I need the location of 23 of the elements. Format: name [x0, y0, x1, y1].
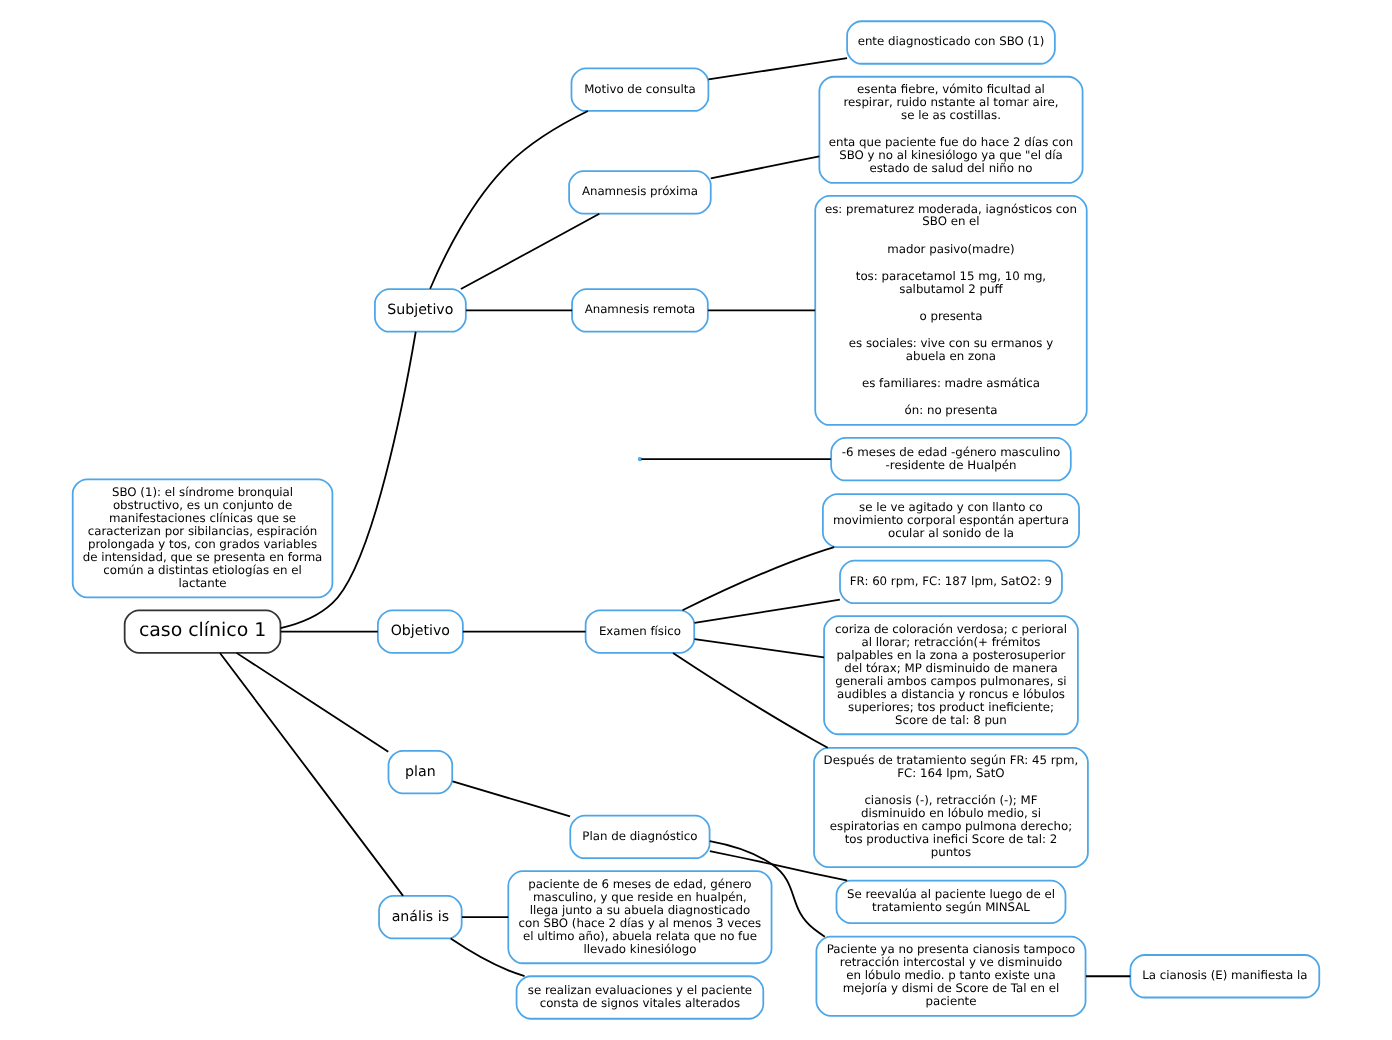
connector — [465, 309, 573, 312]
connector — [708, 840, 826, 938]
connector — [709, 155, 821, 180]
connector — [693, 638, 825, 659]
connector — [219, 652, 404, 897]
connector — [460, 212, 601, 290]
connector — [708, 850, 848, 882]
connector — [462, 630, 587, 633]
connector — [693, 598, 841, 624]
connector — [681, 546, 836, 612]
connector — [451, 780, 571, 818]
connector — [707, 309, 816, 312]
node-box: caso clínico 1 — [123, 609, 282, 654]
connector — [279, 630, 379, 633]
connector — [461, 916, 510, 919]
connector — [707, 57, 848, 81]
connector — [672, 652, 829, 749]
connector — [235, 652, 390, 753]
connector — [449, 937, 526, 978]
connector — [429, 110, 589, 290]
connector — [279, 330, 417, 630]
connector — [640, 458, 832, 461]
connector — [1085, 975, 1132, 978]
